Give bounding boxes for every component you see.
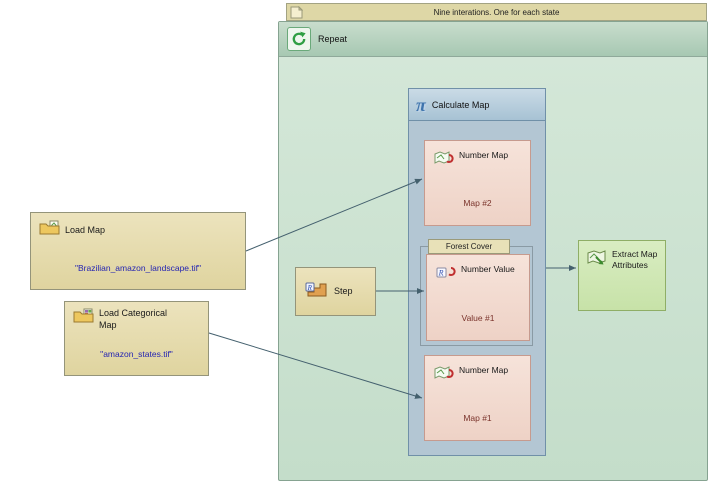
svg-text:R: R — [307, 284, 313, 292]
number-value-label: Number Value — [461, 264, 515, 274]
load-map-label: Load Map — [65, 224, 106, 235]
forest-cover-label: Forest Cover — [445, 242, 493, 251]
calculate-map-icon: π — [416, 94, 426, 115]
repeat-header[interactable]: Repeat — [279, 22, 707, 57]
number-value-icon: R — [436, 264, 456, 285]
number-map-2-port: Map #2 — [463, 198, 492, 208]
note-text: Nine interations. One for each state — [433, 7, 560, 17]
repeat-icon — [287, 27, 311, 51]
repeat-note[interactable]: Nine interations. One for each state — [286, 3, 707, 21]
folder-categorical-map-icon — [73, 308, 94, 329]
note-icon — [290, 5, 304, 21]
calculate-map-header[interactable]: π Calculate Map — [408, 88, 546, 121]
load-categorical-map-box[interactable]: Load Categorical Map "amazon_states.tif" — [64, 301, 209, 376]
number-map-2-box[interactable]: Number Map Map #2 — [424, 140, 531, 226]
load-categorical-map-value[interactable]: "amazon_states.tif" — [100, 349, 173, 359]
number-map-2-label: Number Map — [459, 150, 509, 160]
number-map-icon — [434, 365, 454, 386]
number-map-1-port: Map #1 — [463, 413, 492, 423]
number-value-port: Value #1 — [461, 313, 495, 323]
number-map-1-box[interactable]: Number Map Map #1 — [424, 355, 531, 441]
step-box[interactable]: R Step — [295, 267, 376, 316]
forest-cover-label-box: Forest Cover — [428, 239, 510, 254]
number-map-1-label: Number Map — [459, 365, 509, 375]
load-map-box[interactable]: Load Map "Brazilian_amazon_landscape.tif… — [30, 212, 246, 290]
load-map-value[interactable]: "Brazilian_amazon_landscape.tif" — [74, 263, 202, 273]
number-map-icon — [434, 150, 454, 171]
step-label: Step — [334, 285, 353, 296]
step-icon: R — [305, 280, 327, 303]
repeat-label: Repeat — [318, 34, 348, 44]
number-value-box[interactable]: R Number Value Value #1 — [426, 254, 530, 341]
extract-map-attributes-box[interactable]: Extract Map Attributes — [578, 240, 666, 311]
extract-map-attributes-label: Extract Map Attributes — [612, 249, 658, 271]
load-categorical-map-label: Load Categorical Map — [99, 308, 168, 330]
svg-text:R: R — [438, 269, 444, 278]
extract-map-icon — [586, 249, 607, 273]
folder-map-icon — [39, 220, 60, 241]
calculate-map-label: Calculate Map — [431, 99, 490, 110]
